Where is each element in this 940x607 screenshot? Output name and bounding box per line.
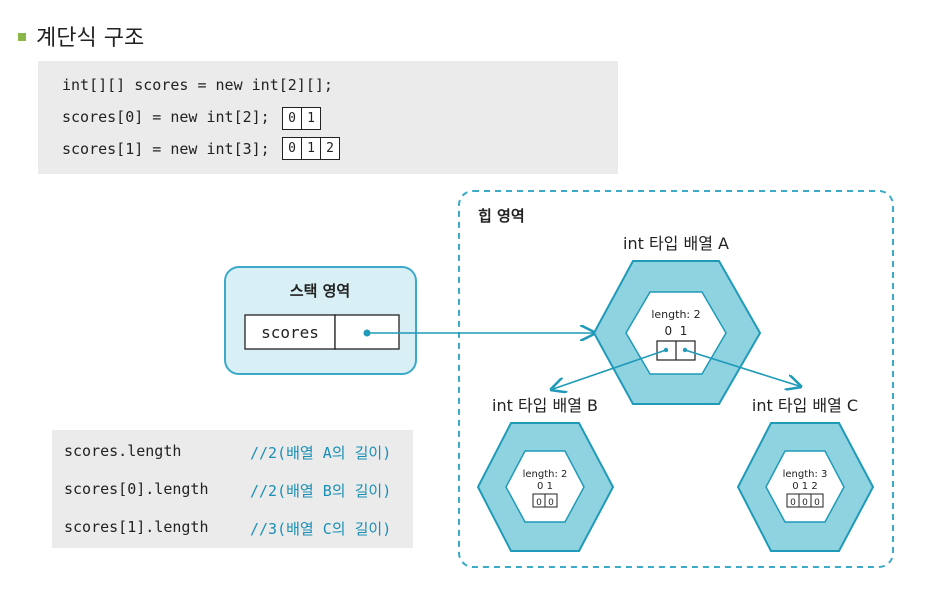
array-c-value-2: 0 <box>814 498 820 508</box>
bullet-icon <box>18 33 26 41</box>
array-cell: 0 <box>283 108 302 129</box>
length-comment-2: //3(배열 C의 길이) <box>250 520 392 538</box>
array-b-label: int 타입 배열 B <box>492 396 598 415</box>
array-cell: 1 <box>302 138 321 159</box>
array-cell: 0 <box>283 138 302 159</box>
length-expr-1: scores[0].length <box>64 480 209 498</box>
stack-var-name: scores <box>261 323 319 342</box>
stack-var-cell <box>244 314 336 350</box>
array-a-node: int 타입 배열 A length: 2 0 1 <box>592 234 762 405</box>
lengths-code-block <box>52 430 413 548</box>
array-a-label: int 타입 배열 A <box>623 234 729 253</box>
array-cell: 2 <box>326 141 334 156</box>
array-a-indices: 0 1 <box>665 324 688 338</box>
heap-region <box>458 190 894 568</box>
code-line-1: int[][] scores = new int[2][]; <box>62 76 333 94</box>
array-c-node: int 타입 배열 C length: 3 0 1 2 0 0 0 <box>736 396 875 552</box>
row0-array-cells: 0 1 <box>282 107 321 130</box>
length-expr-0: scores.length <box>64 442 182 460</box>
length-expr-2: scores[1].length <box>64 518 209 536</box>
reference-arrow-c <box>684 349 799 386</box>
array-c-label: int 타입 배열 C <box>752 396 858 415</box>
array-b-length: length: 2 <box>523 469 568 480</box>
array-b-value-1: 0 <box>548 498 554 508</box>
array-b-value-0: 0 <box>536 498 542 508</box>
array-c-value-1: 0 <box>802 498 808 508</box>
stack-title: 스택 영역 <box>290 282 350 300</box>
length-comment-1: //2(배열 B의 길이) <box>250 482 392 500</box>
code-line-2: scores[0] = new int[2]; <box>62 108 270 126</box>
heap-title: 힙 영역 <box>478 207 525 225</box>
array-c-length: length: 3 <box>783 469 828 480</box>
reference-dot <box>363 329 371 337</box>
array-c-indices: 0 1 2 <box>792 481 817 492</box>
length-comment-0: //2(배열 A의 길이) <box>250 444 392 462</box>
row1-array-cells: 0 1 2 <box>282 137 340 160</box>
section-title-text: 계단식 구조 <box>36 26 145 51</box>
array-c-value-0: 0 <box>790 498 796 508</box>
reference-arrow-b <box>553 349 667 389</box>
section-title: 계단식 구조 <box>18 20 144 52</box>
array-cell: 1 <box>307 111 315 126</box>
array-a-length: length: 2 <box>651 308 700 321</box>
array-b-indices: 0 1 <box>537 481 553 492</box>
array-b-node: int 타입 배열 B length: 2 0 1 0 0 <box>476 396 615 552</box>
code-line-3: scores[1] = new int[3]; <box>62 140 270 158</box>
